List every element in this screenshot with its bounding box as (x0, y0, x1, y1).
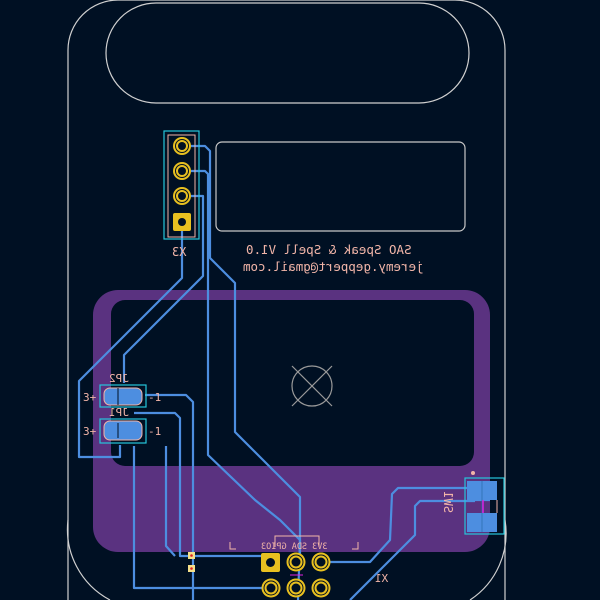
x3-silk-outline (167, 134, 196, 238)
x1-silk-key (274, 535, 320, 547)
sw1-pin1-dot (471, 471, 475, 475)
jp1-courtyard (99, 418, 147, 444)
x1-silk-bracket-right (352, 542, 359, 550)
title-line-1: SAO Speak & Spell V1.0 (246, 242, 412, 257)
x1-pin-labels: 3V3 SDA GPIO3 (261, 542, 328, 552)
title-line-2: jeremy.geppert@gmail.com (243, 259, 424, 274)
jumper-jp2[interactable]: JP2 3+ -1 (83, 372, 161, 408)
jp1-ref-label: JP1 (109, 406, 129, 419)
switch-sw1[interactable]: SW1 (441, 471, 505, 535)
jp1-pin-minus: -1 (148, 425, 161, 438)
x3-pads (173, 137, 191, 231)
display-outline (215, 141, 466, 232)
sw1-courtyard (464, 477, 505, 535)
jp2-pin-plus: 3+ (83, 391, 97, 404)
sw1-ref-label: SW1 (441, 491, 455, 513)
board-edge-outline (67, 0, 506, 600)
x1-ref-label: X1 (375, 572, 388, 585)
jp2-ref-label: JP2 (109, 372, 129, 385)
board-title-silkscreen: SAO Speak & Spell V1.0 jeremy.geppert@gm… (243, 242, 424, 274)
vias (188, 552, 195, 572)
board-edge-bottom-left-arc (66, 519, 111, 600)
jp2-courtyard (99, 384, 147, 408)
center-target-mark (291, 365, 333, 407)
x1-silk-bracket-left (229, 542, 236, 550)
x3-courtyard (163, 130, 200, 240)
jp2-pin-minus: -1 (148, 391, 161, 404)
x1-pads (261, 552, 331, 598)
connector-x1[interactable]: 3V3 SDA GPIO3 X1 (229, 535, 388, 598)
connector-x3[interactable]: X3 (163, 130, 200, 259)
jumper-jp1[interactable]: JP1 3+ -1 (83, 406, 161, 444)
board-edge-bottom-right-arc (469, 519, 507, 600)
x3-ref-label: X3 (172, 245, 186, 259)
jp1-pin-plus: 3+ (83, 425, 97, 438)
jp2-pad (103, 387, 143, 406)
mask-zone (93, 290, 490, 552)
top-slot-cutout (105, 2, 470, 104)
jp1-pad (103, 420, 143, 441)
copper-traces (77, 144, 490, 600)
